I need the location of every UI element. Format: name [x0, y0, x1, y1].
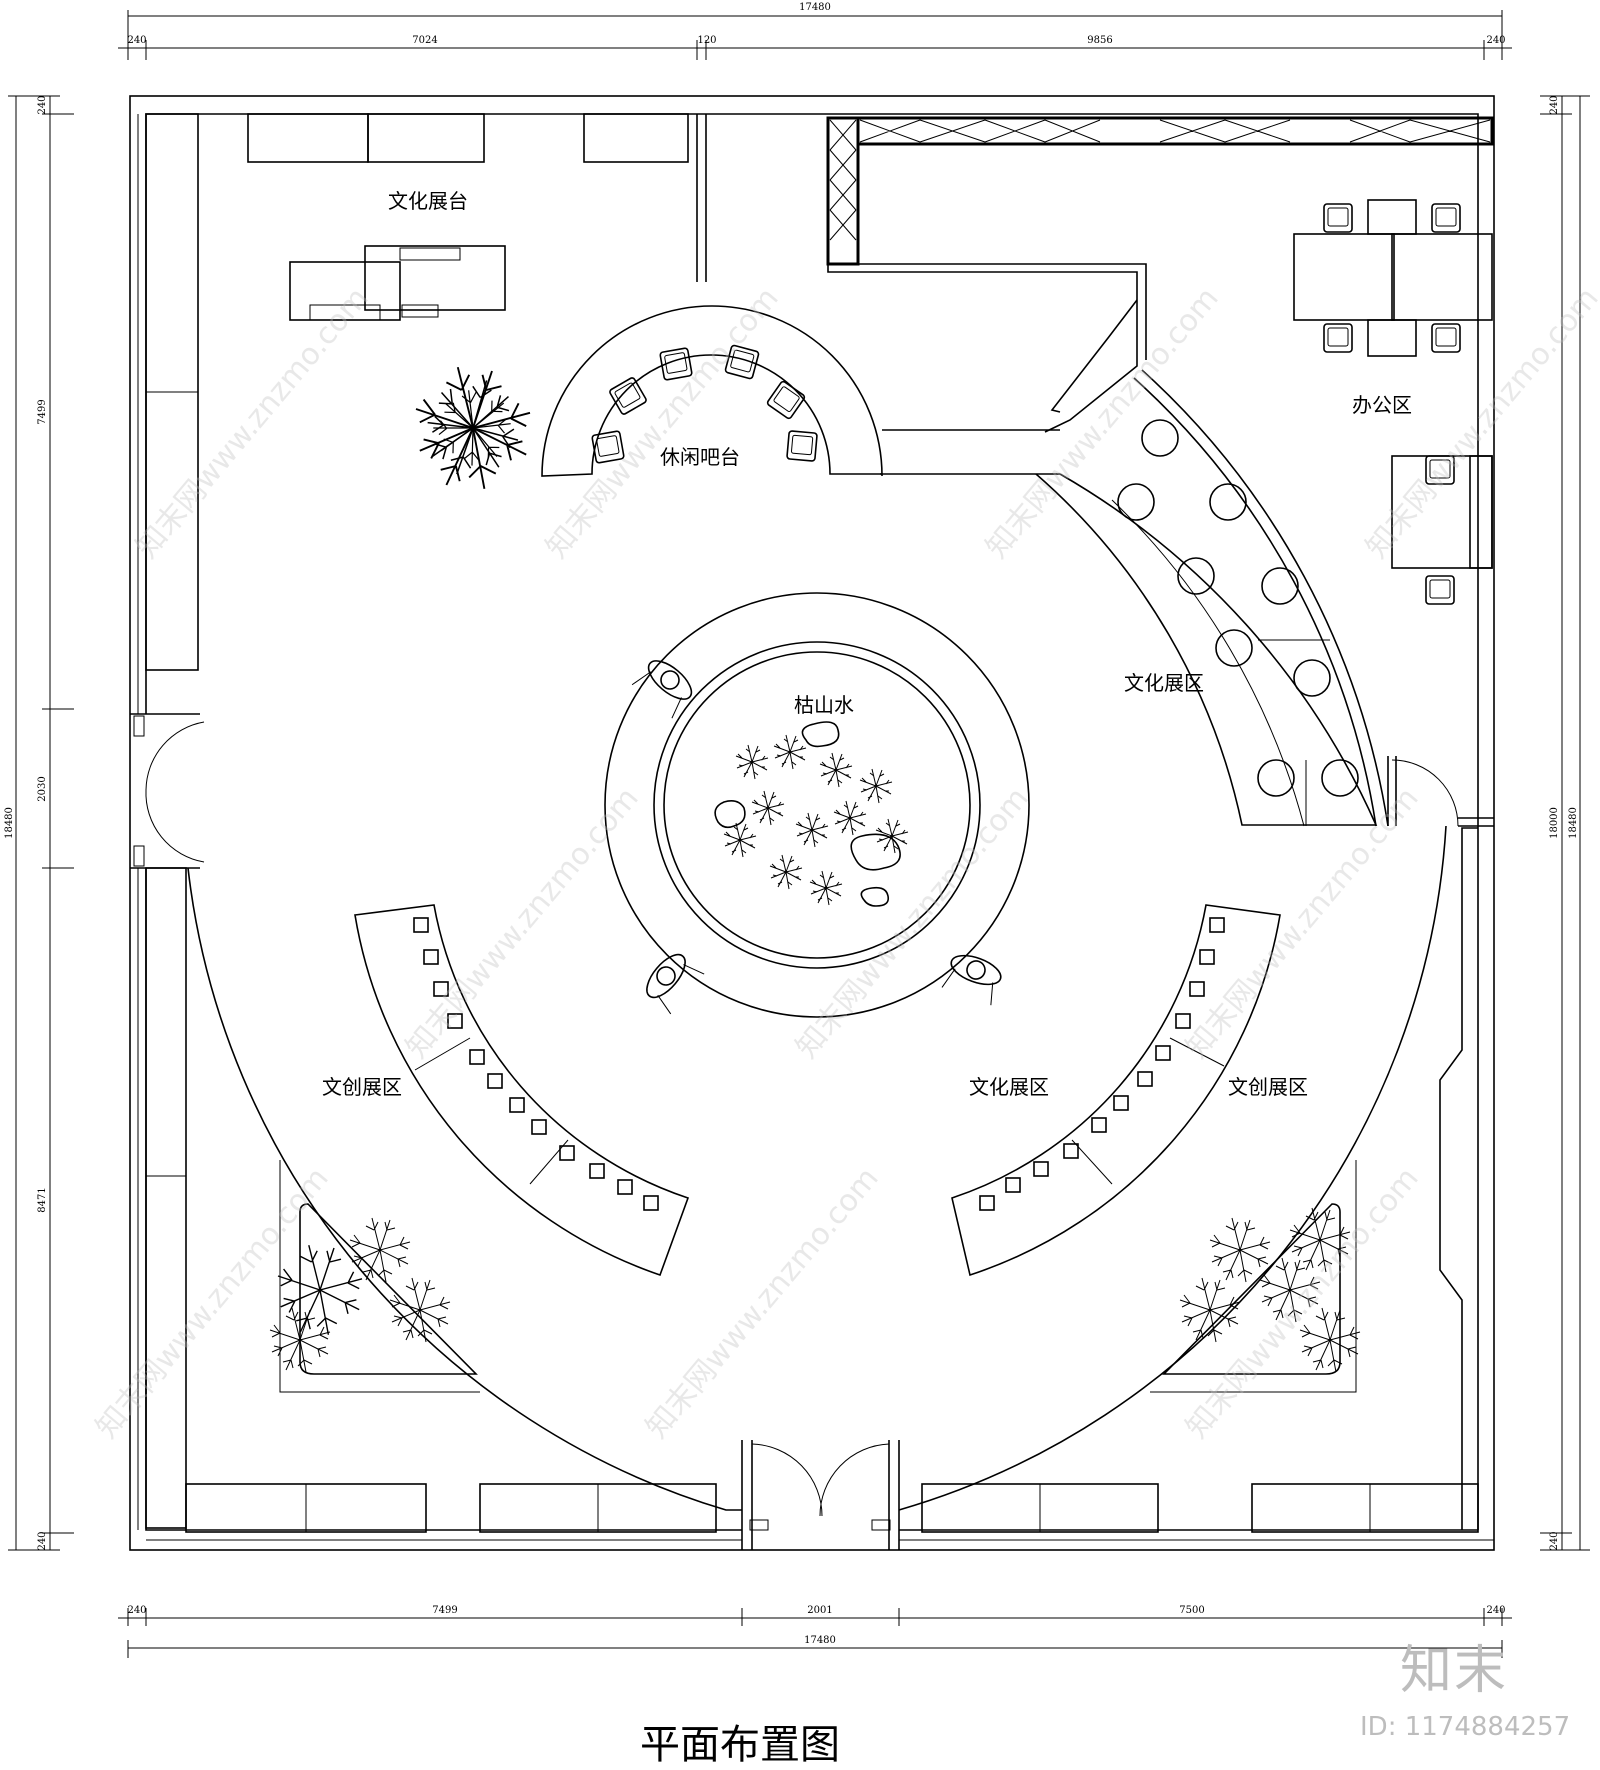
watermarks: 知末网www.znzmo.com 知末网www.znzmo.com 知末网www… — [89, 281, 1600, 1445]
image-id: ID: 1174884257 — [1360, 1712, 1571, 1742]
dim-left-seg: 2030 — [37, 776, 48, 801]
label-culture-zone-center: 文化展区 — [969, 1075, 1049, 1099]
leisure-bar — [541, 305, 1060, 477]
top-cabinets — [247, 113, 689, 321]
svg-text:知末网www.znzmo.com: 知末网www.znzmo.com — [89, 1161, 335, 1445]
dry-landscape — [604, 592, 1030, 1018]
svg-text:知末网www.znzmo.com: 知末网www.znzmo.com — [539, 281, 785, 565]
dim-bottom-seg: 240 — [127, 1605, 146, 1616]
dim-top-seg: 240 — [1486, 35, 1505, 46]
front-arc-wall — [187, 825, 1447, 1511]
dim-bottom-seg: 2001 — [807, 1605, 832, 1616]
dimension-lines — [8, 10, 1590, 1658]
dim-left-seg: 240 — [37, 1531, 48, 1550]
svg-text:知末网www.znzmo.com: 知末网www.znzmo.com — [789, 781, 1035, 1065]
label-creative-zone-left: 文创展区 — [322, 1075, 402, 1099]
dim-bottom-seg: 240 — [1486, 1605, 1505, 1616]
label-culture-zone-right: 文化展区 — [1124, 671, 1204, 695]
svg-text:知末网www.znzmo.com: 知末网www.znzmo.com — [1359, 281, 1600, 565]
svg-text:知末网www.znzmo.com: 知末网www.znzmo.com — [129, 281, 375, 565]
label-leisure-bar: 休闲吧台 — [660, 445, 740, 469]
top-right-display — [826, 116, 1494, 433]
dimension-texts: 17480 240 7024 120 9856 240 240 7499 200… — [4, 2, 1579, 1646]
left-creative-display — [354, 904, 690, 1277]
room-labels: 文化展台 休闲吧台 办公区 文化展区 枯山水 文创展区 文化展区 文创展区 — [322, 189, 1412, 1099]
dim-top-total: 17480 — [799, 2, 831, 13]
dim-top-seg: 7024 — [412, 35, 437, 46]
office-furniture — [1293, 199, 1493, 605]
person-figures — [631, 660, 1002, 1015]
bottom-cabinets — [185, 1483, 1479, 1533]
right-creative-display — [951, 904, 1281, 1277]
label-dry-landscape: 枯山水 — [794, 693, 854, 717]
dim-bottom-seg: 7500 — [1179, 1605, 1204, 1616]
dim-right-total: 18480 — [1568, 807, 1579, 839]
brand-logo: 知末 — [1400, 1641, 1509, 1701]
dim-left-seg: 240 — [37, 95, 48, 114]
tree-plant — [409, 363, 537, 493]
dim-bottom-seg: 7499 — [432, 1605, 457, 1616]
dim-right-seg: 240 — [1549, 95, 1560, 114]
svg-text:知末网www.znzmo.com: 知末网www.znzmo.com — [979, 281, 1225, 565]
dim-top-seg: 240 — [127, 35, 146, 46]
dim-right-seg: 240 — [1549, 1531, 1560, 1550]
dim-top-seg: 120 — [697, 35, 716, 46]
label-culture-stand: 文化展台 — [388, 189, 468, 213]
dim-left-total: 18480 — [4, 807, 15, 839]
dim-left-seg: 7499 — [37, 399, 48, 424]
dim-right-inner: 18000 — [1549, 807, 1560, 839]
label-creative-zone-right: 文创展区 — [1228, 1075, 1308, 1099]
svg-text:知末网www.znzmo.com: 知末网www.znzmo.com — [399, 781, 645, 1065]
dim-bottom-total: 17480 — [804, 1635, 836, 1646]
dim-left-seg: 8471 — [37, 1187, 48, 1212]
right-door — [1387, 756, 1494, 1530]
drawing-title: 平面布置图 — [640, 1722, 840, 1768]
dim-top-seg: 9856 — [1087, 35, 1112, 46]
culture-arc-display — [1035, 369, 1389, 827]
entrance-doors — [130, 713, 900, 1550]
svg-text:知末网www.znzmo.com: 知末网www.znzmo.com — [639, 1161, 885, 1445]
corner-planters — [269, 1203, 1361, 1375]
label-office: 办公区 — [1352, 393, 1412, 417]
svg-text:知末网www.znzmo.com: 知末网www.znzmo.com — [1179, 781, 1425, 1065]
svg-text:知末网www.znzmo.com: 知末网www.znzmo.com — [1179, 1161, 1425, 1445]
